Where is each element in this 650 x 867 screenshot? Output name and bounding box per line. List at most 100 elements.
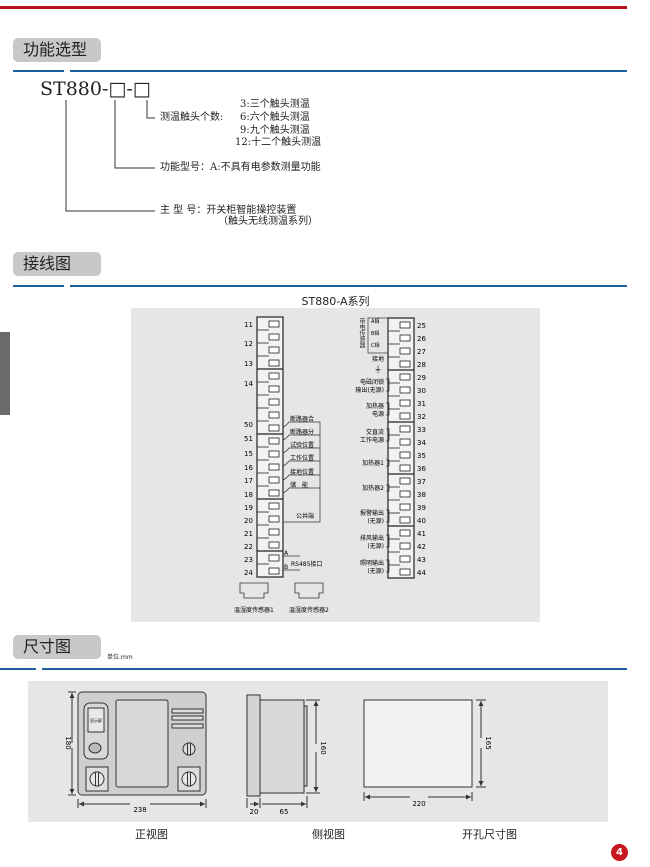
terminal-number: 44 xyxy=(417,569,426,577)
group-bracket xyxy=(386,534,390,548)
side-height-dim: 160 xyxy=(319,741,327,754)
terminal-screw xyxy=(399,568,411,576)
terminal-screw xyxy=(399,464,411,472)
terminal-screw xyxy=(268,372,280,380)
rs485-label: RS485接口 xyxy=(291,560,322,568)
section-tab-dimensions: 尺寸图 xyxy=(13,635,101,659)
unit-label: 单位:mm xyxy=(107,654,133,661)
common-label: 公共端 xyxy=(296,512,314,520)
terminal-screw xyxy=(268,489,280,497)
ground-label: 接地 xyxy=(372,355,384,363)
left-signal-label: 工作位置 xyxy=(290,454,314,462)
right-group-label: 报警输出 xyxy=(360,509,384,517)
switch-line xyxy=(282,474,320,481)
terminal-number: 32 xyxy=(417,413,426,421)
terminal-number: 26 xyxy=(417,335,426,343)
section-rule xyxy=(13,285,64,287)
terminal-screw xyxy=(268,398,280,406)
front-view xyxy=(68,691,207,808)
right-group-label: 排风输出 xyxy=(360,534,384,542)
terminal-number: 25 xyxy=(417,322,426,330)
temperature-humidity-sensor-1-label: 温湿度传感器1 xyxy=(234,606,274,614)
rs485-a-label: A xyxy=(284,550,289,557)
terminal-screw xyxy=(399,373,411,381)
right-group-label: 交直流 xyxy=(366,428,384,436)
side-front-depth-dim: 20 xyxy=(250,808,259,816)
terminal-screw xyxy=(399,347,411,355)
temperature-humidity-sensor-2-connector xyxy=(294,582,324,599)
left-signal-label: 试验位置 xyxy=(290,441,314,449)
terminal-number: 19 xyxy=(244,504,253,512)
terminal-screw xyxy=(268,424,280,432)
terminal-screw xyxy=(399,386,411,394)
function-model: 功能型号：A:不具有电参数测量功能 xyxy=(160,162,321,173)
group-bracket xyxy=(386,459,390,467)
terminal-screw xyxy=(268,450,280,458)
switch-line xyxy=(282,460,320,467)
terminal-number: 27 xyxy=(417,348,426,356)
temperature-humidity-sensor-2-label: 温湿度传感器2 xyxy=(289,606,329,614)
right-group-label: 照明输出 xyxy=(360,559,384,567)
terminal-number: 23 xyxy=(244,556,253,564)
wiring-diagram: 1112131450511516171819202122232425262728… xyxy=(234,316,426,614)
terminal-number: 24 xyxy=(244,569,253,577)
group-bracket xyxy=(386,559,390,573)
terminal-screw xyxy=(268,463,280,471)
main-model: 主 型 号：开关柜智能操控装置 xyxy=(160,205,297,216)
section-tab-selection: 功能选型 xyxy=(13,38,101,62)
terminal-screw xyxy=(399,425,411,433)
front-width-dim: 238 xyxy=(133,806,146,814)
right-group-label: 输出(无源) xyxy=(355,386,384,394)
left-signal-label: 断路器合 xyxy=(290,415,314,423)
terminal-screw xyxy=(399,477,411,485)
right-group-label: 加热器1 xyxy=(362,459,384,467)
switch-line xyxy=(282,447,320,454)
phase-label: B相 xyxy=(371,330,379,337)
left-signal-label: 断路器分 xyxy=(290,428,314,436)
contact-option: 9:九个触头测温 xyxy=(240,125,310,136)
terminal-number: 51 xyxy=(244,435,253,443)
main-model-sub: （触头无线测温系列） xyxy=(218,216,318,227)
terminal-screw xyxy=(268,437,280,445)
side-view xyxy=(246,694,320,808)
group-bracket xyxy=(386,402,390,416)
terminal-number: 15 xyxy=(244,450,253,458)
terminal-screw xyxy=(399,412,411,420)
terminal-number: 37 xyxy=(417,478,426,486)
wiring-panel xyxy=(131,308,540,622)
terminal-number: 43 xyxy=(417,556,426,564)
terminal-number: 35 xyxy=(417,452,426,460)
ground-icon: ⏚ xyxy=(374,365,382,374)
terminal-number: 33 xyxy=(417,426,426,434)
terminal-screw xyxy=(268,567,280,575)
right-group-label: (无源) xyxy=(367,567,384,575)
terminal-number: 20 xyxy=(244,517,253,525)
terminal-number: 39 xyxy=(417,504,426,512)
terminal-screw xyxy=(268,502,280,510)
right-group-label: (无源) xyxy=(367,542,384,550)
terminal-screw xyxy=(399,438,411,446)
side-view-caption: 侧视图 xyxy=(312,828,345,841)
terminal-screw xyxy=(268,411,280,419)
terminal-number: 22 xyxy=(244,543,253,551)
terminal-screw xyxy=(268,346,280,354)
terminal-number: 34 xyxy=(417,439,426,447)
terminal-screw xyxy=(268,320,280,328)
terminal-number: 12 xyxy=(244,340,253,348)
terminal-number: 29 xyxy=(417,374,426,382)
left-signal-label: 储 能 xyxy=(290,481,308,489)
terminal-number: 13 xyxy=(244,360,253,368)
sensor-box xyxy=(367,317,389,354)
cutout-view-caption: 开孔尺寸图 xyxy=(462,828,517,841)
terminal-number: 38 xyxy=(417,491,426,499)
section-rule xyxy=(42,668,627,670)
side-body-depth-dim: 65 xyxy=(280,808,289,816)
terminal-screw xyxy=(399,555,411,563)
terminal-number: 14 xyxy=(244,380,253,388)
front-view-caption: 正视图 xyxy=(135,828,168,841)
terminal-number: 21 xyxy=(244,530,253,538)
section-rule xyxy=(70,70,627,72)
terminal-screw xyxy=(268,333,280,341)
terminal-screw xyxy=(268,359,280,367)
cutout-height-dim: 165 xyxy=(484,736,492,749)
